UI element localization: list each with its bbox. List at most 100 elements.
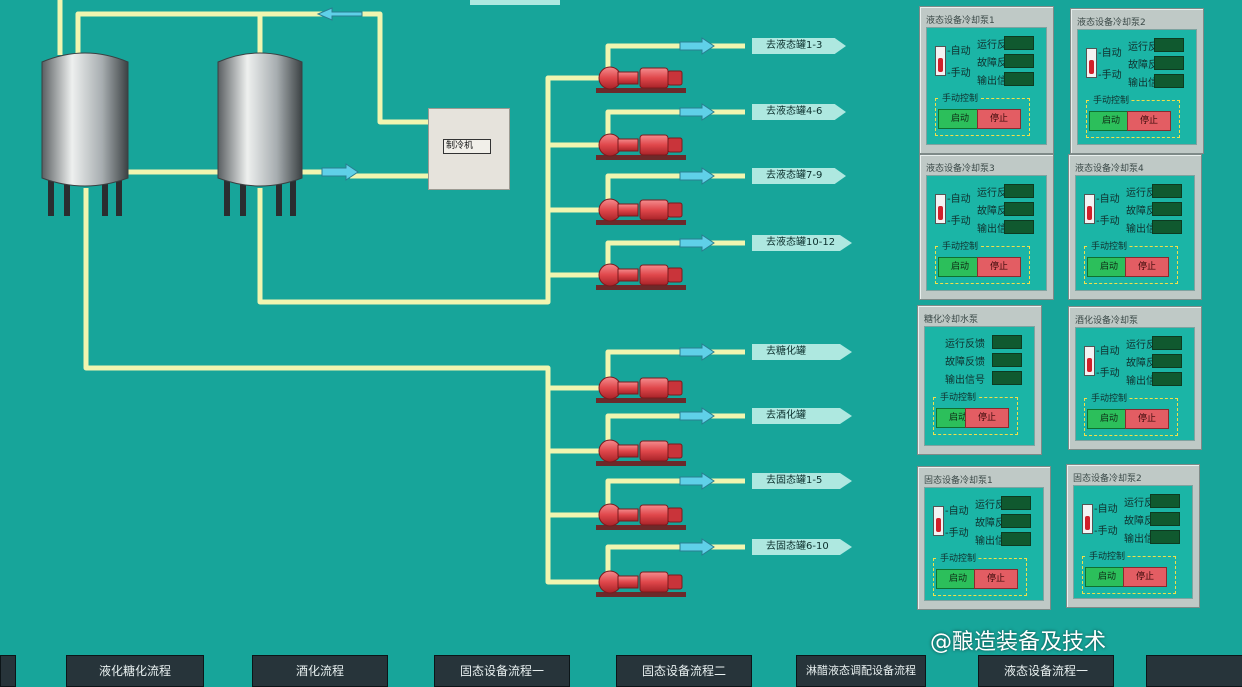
mode-manual-label: -手动: [947, 68, 971, 79]
pump-icon[interactable]: [596, 376, 686, 403]
mode-manual-label: -手动: [1096, 216, 1120, 227]
panel-title: 液态设备冷却泵1: [926, 16, 995, 26]
pipe-out-5: [605, 349, 745, 380]
nav-liquid-equipment-1[interactable]: 液态设备流程一: [978, 655, 1114, 687]
fault-feedback-label: 故障反馈: [1126, 358, 1166, 369]
thermometer-icon: [1084, 346, 1095, 376]
run-feedback-indicator: [1152, 336, 1182, 350]
run-feedback-indicator: [1004, 184, 1034, 198]
pump-icon[interactable]: [596, 503, 686, 530]
nav-solid-equipment-1[interactable]: 固态设备流程一: [434, 655, 570, 687]
run-feedback-label: 运行反馈: [1126, 340, 1166, 351]
flow-arrow-icon: [679, 472, 715, 490]
output-signal-label: 输出信号: [977, 76, 1017, 87]
manual-control-group: 手动控制启动停止: [935, 239, 1030, 284]
stop-button[interactable]: 停止: [965, 408, 1009, 428]
chiller-label: 制冷机: [443, 139, 491, 154]
panel-title: 液态设备冷却泵2: [1077, 18, 1146, 28]
run-feedback-label: 运行反馈: [1128, 42, 1168, 53]
start-button[interactable]: 启动: [938, 257, 982, 277]
run-feedback-indicator: [1001, 496, 1031, 510]
flow-arrow-icon: [679, 37, 715, 55]
output-signal-label: 输出信号: [1124, 534, 1164, 545]
stop-button[interactable]: 停止: [1123, 567, 1167, 587]
destination-tag: 去液态罐7-9: [752, 168, 846, 184]
pump-control-panel: 液态设备冷却泵2-自动-手动运行反馈故障反馈输出信号手动控制启动停止: [1070, 8, 1204, 154]
manual-control-label: 手动控制: [938, 551, 979, 564]
panel-title: 糖化冷却水泵: [924, 315, 979, 325]
panel-title: 固态设备冷却泵2: [1073, 474, 1142, 484]
manual-control-label: 手动控制: [1091, 93, 1132, 106]
nav-vinegar-blending[interactable]: 淋醋液态调配设备流程: [796, 655, 926, 687]
thermometer-icon: [1086, 48, 1097, 78]
stop-button[interactable]: 停止: [1125, 257, 1169, 277]
pump-icon[interactable]: [596, 198, 686, 225]
mode-manual-label: -手动: [1096, 368, 1120, 379]
panel-body: -自动-手动运行反馈故障反馈输出信号手动控制启动停止: [924, 487, 1044, 601]
start-button[interactable]: 启动: [938, 109, 982, 129]
output-signal-label: 输出信号: [1128, 78, 1168, 89]
stop-button[interactable]: 停止: [977, 257, 1021, 277]
fault-feedback-label: 故障反馈: [975, 518, 1015, 529]
fault-feedback-indicator: [1152, 354, 1182, 368]
panel-title: 酒化设备冷却泵: [1075, 316, 1139, 326]
pipe-out-8: [605, 544, 745, 575]
manual-control-group: 手动控制启动停止: [1084, 239, 1178, 284]
pump-control-panel: 液态设备冷却泵4-自动-手动运行反馈故障反馈输出信号手动控制启动停止: [1068, 154, 1202, 300]
pump-control-panel: 液态设备冷却泵1-自动-手动运行反馈故障反馈输出信号手动控制启动停止: [919, 6, 1054, 154]
destination-tag: 去糖化罐: [752, 344, 852, 360]
thermometer-icon: [1084, 194, 1095, 224]
fault-feedback-indicator: [1152, 202, 1182, 216]
fault-feedback-label: 故障反馈: [977, 58, 1017, 69]
pump-icon[interactable]: [596, 133, 686, 160]
mode-manual-label: -手动: [1094, 526, 1118, 537]
pump-icon[interactable]: [596, 263, 686, 290]
fault-feedback-label: 故障反馈: [1124, 516, 1164, 527]
run-feedback-indicator: [1150, 494, 1180, 508]
run-feedback-label: 运行反馈: [1124, 498, 1164, 509]
start-button[interactable]: 启动: [1087, 257, 1131, 277]
fault-feedback-indicator: [1154, 56, 1184, 70]
stop-button[interactable]: 停止: [1127, 111, 1171, 131]
fault-feedback-indicator: [1150, 512, 1180, 526]
mode-auto-label: -自动: [947, 46, 971, 57]
output-signal-label: 输出信号: [977, 224, 1017, 235]
chiller-unit[interactable]: 制冷机: [428, 108, 510, 190]
panel-body: -自动-手动运行反馈故障反馈输出信号手动控制启动停止: [926, 175, 1047, 291]
stop-button[interactable]: 停止: [1125, 409, 1169, 429]
pumps: [596, 66, 686, 597]
output-signal-indicator: [1004, 72, 1034, 86]
output-signal-label: 输出信号: [1126, 376, 1166, 387]
flow-arrows: [316, 0, 715, 556]
pipe-out-3: [605, 173, 745, 205]
pipe-out-1: [605, 43, 745, 72]
nav-solid-equipment-2[interactable]: 固态设备流程二: [616, 655, 752, 687]
output-signal-indicator: [1004, 220, 1034, 234]
pump-icon[interactable]: [596, 439, 686, 466]
stop-button[interactable]: 停止: [977, 109, 1021, 129]
panel-title: 固态设备冷却泵1: [924, 476, 993, 486]
nav-left-edge[interactable]: [0, 655, 16, 687]
destination-tag: 去酒化罐: [752, 408, 852, 424]
nav-alcoholization[interactable]: 酒化流程: [252, 655, 388, 687]
manual-control-label: 手动控制: [1089, 239, 1130, 252]
pump-icon[interactable]: [596, 66, 686, 93]
pump-icon[interactable]: [596, 570, 686, 597]
manual-control-group: 手动控制启动停止: [935, 91, 1030, 136]
destination-tag: 去固态罐1-5: [752, 473, 852, 489]
mode-auto-label: -自动: [1094, 504, 1118, 515]
panel-body: 运行反馈故障反馈输出信号手动控制启动停止: [924, 326, 1035, 446]
flow-arrow-icon: [321, 163, 359, 181]
storage-tank-1: [41, 52, 129, 216]
flow-arrow-icon: [679, 234, 715, 252]
mode-auto-label: -自动: [1096, 194, 1120, 205]
panel-body: -自动-手动运行反馈故障反馈输出信号手动控制启动停止: [1075, 175, 1195, 291]
nav-right-edge[interactable]: [1146, 655, 1242, 687]
pipe-tank-link: [78, 11, 263, 55]
nav-liquefaction-saccharification[interactable]: 液化糖化流程: [66, 655, 204, 687]
flow-arrow-icon: [679, 407, 715, 425]
stop-button[interactable]: 停止: [974, 569, 1018, 589]
output-signal-indicator: [1154, 74, 1184, 88]
run-feedback-label: 运行反馈: [945, 339, 985, 350]
